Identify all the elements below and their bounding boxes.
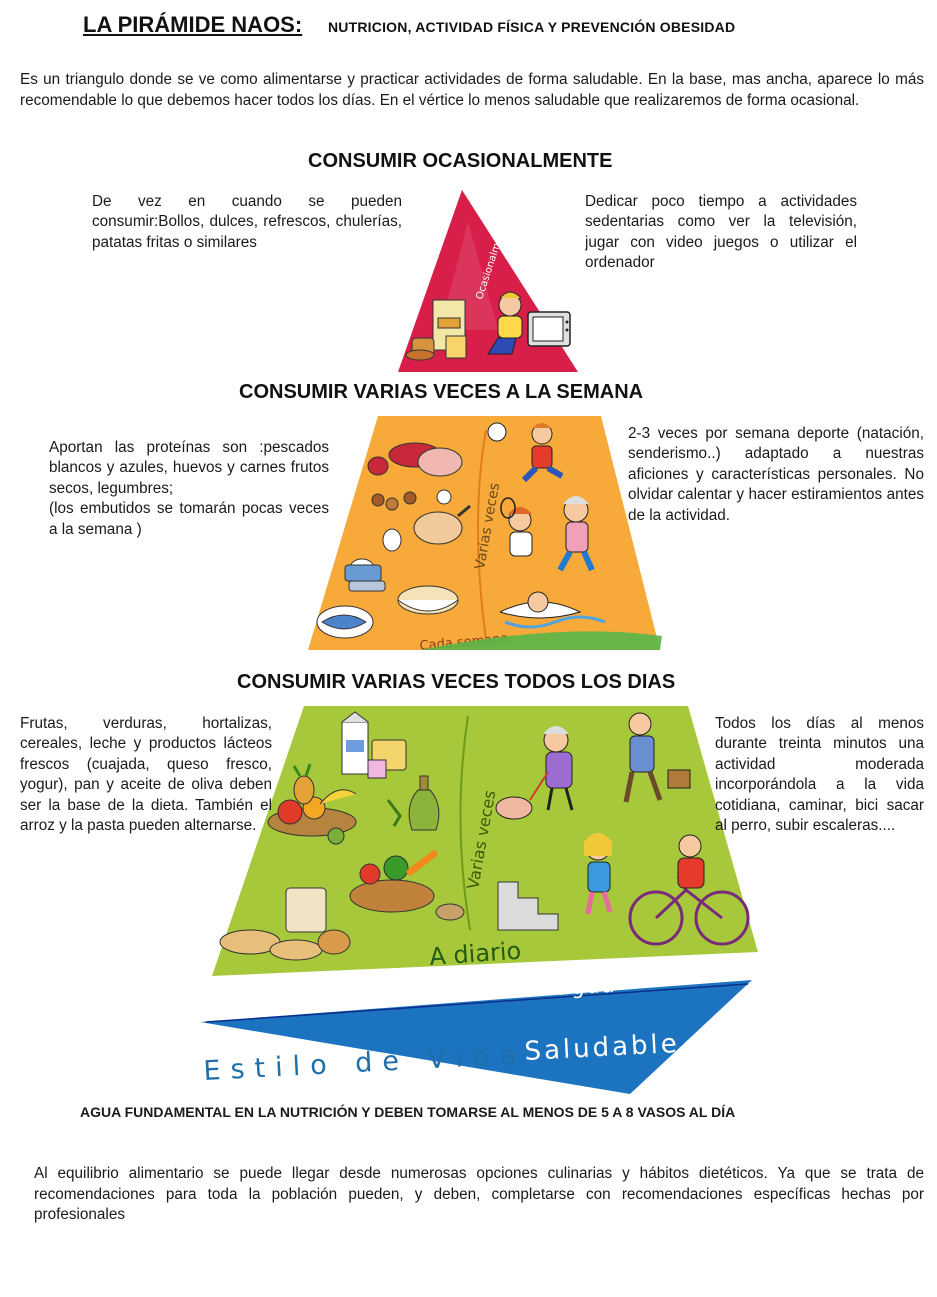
weekly-food-text: Aportan las proteínas son :pescados blan…: [49, 439, 329, 538]
swimmer-icon: [499, 591, 606, 629]
fish-icon: [316, 605, 374, 639]
page-subtitle: NUTRICION, ACTIVIDAD FÍSICA Y PREVENCIÓN…: [328, 19, 736, 35]
occasional-food-text: De vez en cuando se pueden consumir:Boll…: [92, 193, 402, 251]
nuts-icon: [371, 489, 452, 511]
tennis-girl-icon: [500, 497, 533, 557]
grandmother-exercise-icon: [557, 496, 595, 572]
chicken-icon: [413, 504, 471, 545]
child-sitting-icon: [487, 291, 523, 355]
milk-icon: [341, 711, 407, 779]
heading-weekly: CONSUMIR VARIAS VECES A LA SEMANA: [239, 381, 644, 403]
page-title: LA PIRÁMIDE NAOS:: [83, 12, 303, 37]
fruit-bowl-icon: [267, 763, 357, 845]
girl-icon: [584, 833, 613, 915]
sweets-icon: [405, 299, 467, 361]
daily-activity-text: Todos los días al menos durante treinta …: [715, 715, 924, 835]
dog-walker-icon: [495, 726, 574, 820]
legumes-bowl-icon: [397, 585, 459, 615]
runner-icon: [487, 422, 564, 483]
oil-bottle-icon: [386, 775, 440, 831]
pyramid-base-band: Bebe + agua Saludable Estilo de Vida: [200, 973, 752, 1094]
bottom-base-label: A diario: [428, 937, 522, 971]
man-walking-icon: [623, 712, 691, 803]
canned-fish-icon: [344, 564, 386, 592]
weekly-activity-text: 2-3 veces por semana deporte (natación, …: [628, 425, 924, 524]
pyramid-bottom-tier: Varias veces A diario: [212, 706, 758, 976]
closing-paragraph: Al equilibrio alimentario se puede llega…: [34, 1165, 924, 1223]
stairs-icon: [497, 881, 559, 931]
occasional-activity-text: Dedicar poco tiempo a actividades sedent…: [585, 193, 857, 270]
daily-food-text: Frutas, verduras, hortalizas, cereales, …: [20, 715, 272, 835]
meat-icon: [367, 442, 463, 477]
heading-daily: CONSUMIR VARIAS VECES TODOS LOS DIAS: [237, 671, 676, 693]
heading-occasional: CONSUMIR OCASIONALMENTE: [308, 150, 613, 172]
intro-paragraph: Es un triangulo donde se ve como aliment…: [20, 71, 924, 109]
pyramid-middle-tier: Varias veces Cada semana: [306, 416, 662, 654]
tv-icon: [527, 311, 571, 347]
water-note: AGUA FUNDAMENTAL EN LA NUTRICIÓN Y DEBEN…: [80, 1104, 736, 1120]
cyclist-icon: [628, 834, 750, 946]
vegetable-basket-icon: [349, 850, 465, 921]
pyramid-top-tier: Ocasionalmente: [398, 190, 578, 372]
bread-icon: [219, 887, 351, 961]
